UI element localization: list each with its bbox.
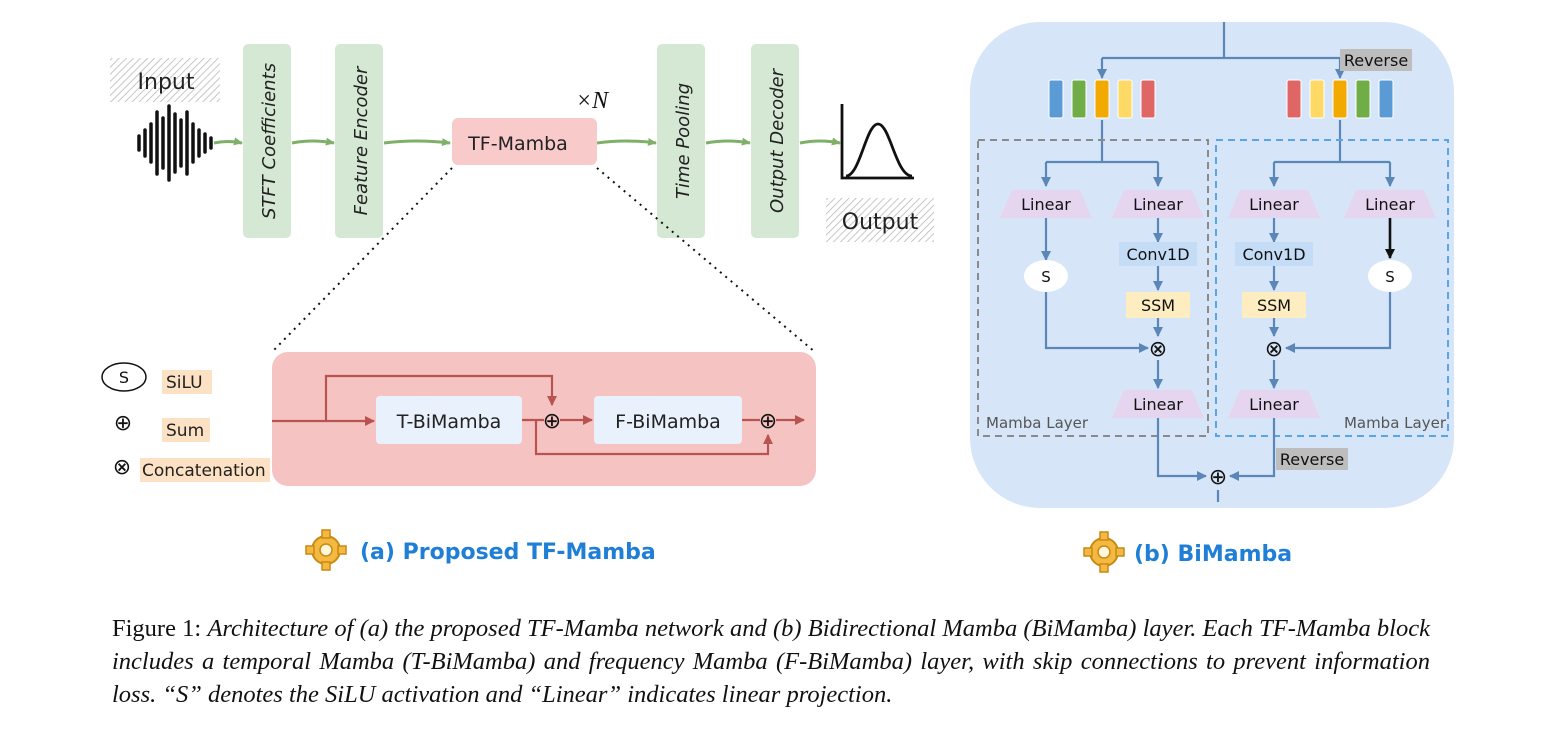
legend-sum-symbol: ⊕ (114, 411, 132, 436)
token-1 (1286, 79, 1302, 119)
reverse-bottom-badge: Reverse (1276, 448, 1348, 470)
token-4 (1355, 79, 1371, 119)
concat-right: ⊗ (1265, 337, 1283, 362)
architecture-figure: Input STFT Coefficients Feat (101, 22, 1454, 573)
panel-b-title-group: (b) BiMamba (1083, 531, 1292, 573)
token-5 (1378, 79, 1394, 119)
f-bimamba-block: F-BiMamba (594, 396, 742, 444)
linear-b-left: Linear (1112, 190, 1204, 218)
linear-b-left-label: Linear (1133, 195, 1183, 214)
linear-out-left-label: Linear (1133, 395, 1183, 414)
ssm-right: SSM (1242, 292, 1306, 318)
gear-icon (305, 529, 347, 571)
panel-a-title-group: (a) Proposed TF-Mamba (305, 529, 656, 571)
token-strip-right (1286, 79, 1394, 119)
token-3 (1094, 79, 1110, 119)
silu-right: S (1368, 260, 1412, 292)
token-5 (1140, 79, 1156, 119)
output-group: Output (826, 104, 934, 242)
caption-text: Architecture of (a) the proposed TF-Mamb… (112, 615, 1430, 708)
conv1d-right-label: Conv1D (1242, 245, 1305, 264)
reverse-top-label: Reverse (1344, 51, 1408, 70)
panel-a-title: (a) Proposed TF-Mamba (360, 540, 656, 565)
pipeline-arrows (213, 137, 841, 147)
mamba-layer-right-label: Mamba Layer (1344, 414, 1447, 432)
silu-left-label: S (1041, 268, 1051, 286)
output-decoder-block: Output Decoder (751, 44, 799, 238)
t-bimamba-label: T-BiMamba (396, 411, 502, 433)
linear-a-left: Linear (1000, 190, 1092, 218)
t-bimamba-block: T-BiMamba (376, 396, 522, 444)
ssm-left-label: SSM (1141, 296, 1175, 315)
tf-mamba-detail: T-BiMamba ⊕ F-BiMamba ⊕ (272, 352, 816, 486)
legend-silu-label: SiLU (166, 373, 203, 393)
linear-b-right: Linear (1344, 190, 1436, 218)
linear-out-right-label: Linear (1249, 395, 1299, 414)
ssm-left: SSM (1126, 292, 1190, 318)
bimamba-panel: Reverse (970, 22, 1454, 508)
legend-concat-label: Concatenation (142, 461, 266, 481)
mamba-layer-left: Linear Linear S Conv1D SSM ⊗ Linear (977, 139, 1209, 437)
linear-a-right: Linear (1228, 190, 1320, 218)
linear-a-left-label: Linear (1021, 195, 1071, 214)
output-decoder-label: Output Decoder (767, 67, 788, 213)
linear-b-right-label: Linear (1365, 195, 1415, 214)
conv1d-left-label: Conv1D (1126, 245, 1189, 264)
token-4 (1117, 79, 1133, 119)
time-pooling-label: Time Pooling (673, 83, 694, 199)
tf-mamba-label: TF-Mamba (467, 133, 568, 155)
gear-icon (1083, 531, 1125, 573)
token-2 (1071, 79, 1087, 119)
output-label: Output (842, 210, 919, 235)
input-label: Input (138, 70, 195, 95)
linear-a-right-label: Linear (1249, 195, 1299, 214)
figure-caption: Figure 1: Architecture of (a) the propos… (112, 612, 1430, 711)
input-group: Input (110, 58, 220, 182)
caption-label: Figure 1: (112, 615, 202, 642)
legend: S SiLU ⊕ Sum ⊗ Concatenation (101, 362, 270, 482)
tf-mamba-block: TF-Mamba ×N (452, 88, 610, 165)
distribution-curve-icon (840, 104, 914, 180)
legend-sum-label: Sum (166, 421, 204, 441)
ssm-right-label: SSM (1257, 296, 1291, 315)
silu-right-label: S (1385, 268, 1395, 286)
sum-node-2: ⊕ (759, 409, 777, 434)
legend-silu-letter: S (119, 368, 129, 387)
reverse-bottom-label: Reverse (1280, 450, 1344, 469)
token-3 (1332, 79, 1348, 119)
stft-label: STFT Coefficients (259, 63, 280, 219)
silu-left: S (1024, 260, 1068, 292)
output-label-hatch (826, 198, 934, 242)
conv1d-left: Conv1D (1119, 242, 1197, 266)
linear-out-left: Linear (1112, 390, 1204, 418)
f-bimamba-label: F-BiMamba (615, 411, 721, 433)
stft-block: STFT Coefficients (243, 44, 291, 238)
feature-encoder-label: Feature Encoder (351, 65, 372, 215)
input-label-hatch (110, 58, 220, 102)
concat-left: ⊗ (1149, 337, 1167, 362)
legend-concat-symbol: ⊗ (113, 455, 131, 480)
mamba-layer-left-label: Mamba Layer (986, 414, 1089, 432)
waveform-icon (137, 104, 213, 182)
token-strip-left (1048, 79, 1156, 119)
token-2 (1309, 79, 1325, 119)
sum-node-1: ⊕ (543, 409, 561, 434)
mamba-layer-right: Linear Linear Conv1D SSM S ⊗ Linear (1215, 139, 1449, 437)
zoom-lines (271, 167, 816, 353)
token-1 (1048, 79, 1064, 119)
feature-encoder-block: Feature Encoder (335, 44, 383, 238)
reverse-top-badge: Reverse (1340, 49, 1412, 71)
time-pooling-block: Time Pooling (657, 44, 705, 238)
sum-node-bimamba: ⊕ (1209, 465, 1227, 490)
repeat-label: ×N (576, 88, 610, 114)
conv1d-right: Conv1D (1235, 242, 1313, 266)
linear-out-right: Linear (1228, 390, 1320, 418)
panel-b-title: (b) BiMamba (1134, 542, 1292, 567)
legend-silu-symbol (101, 362, 147, 392)
